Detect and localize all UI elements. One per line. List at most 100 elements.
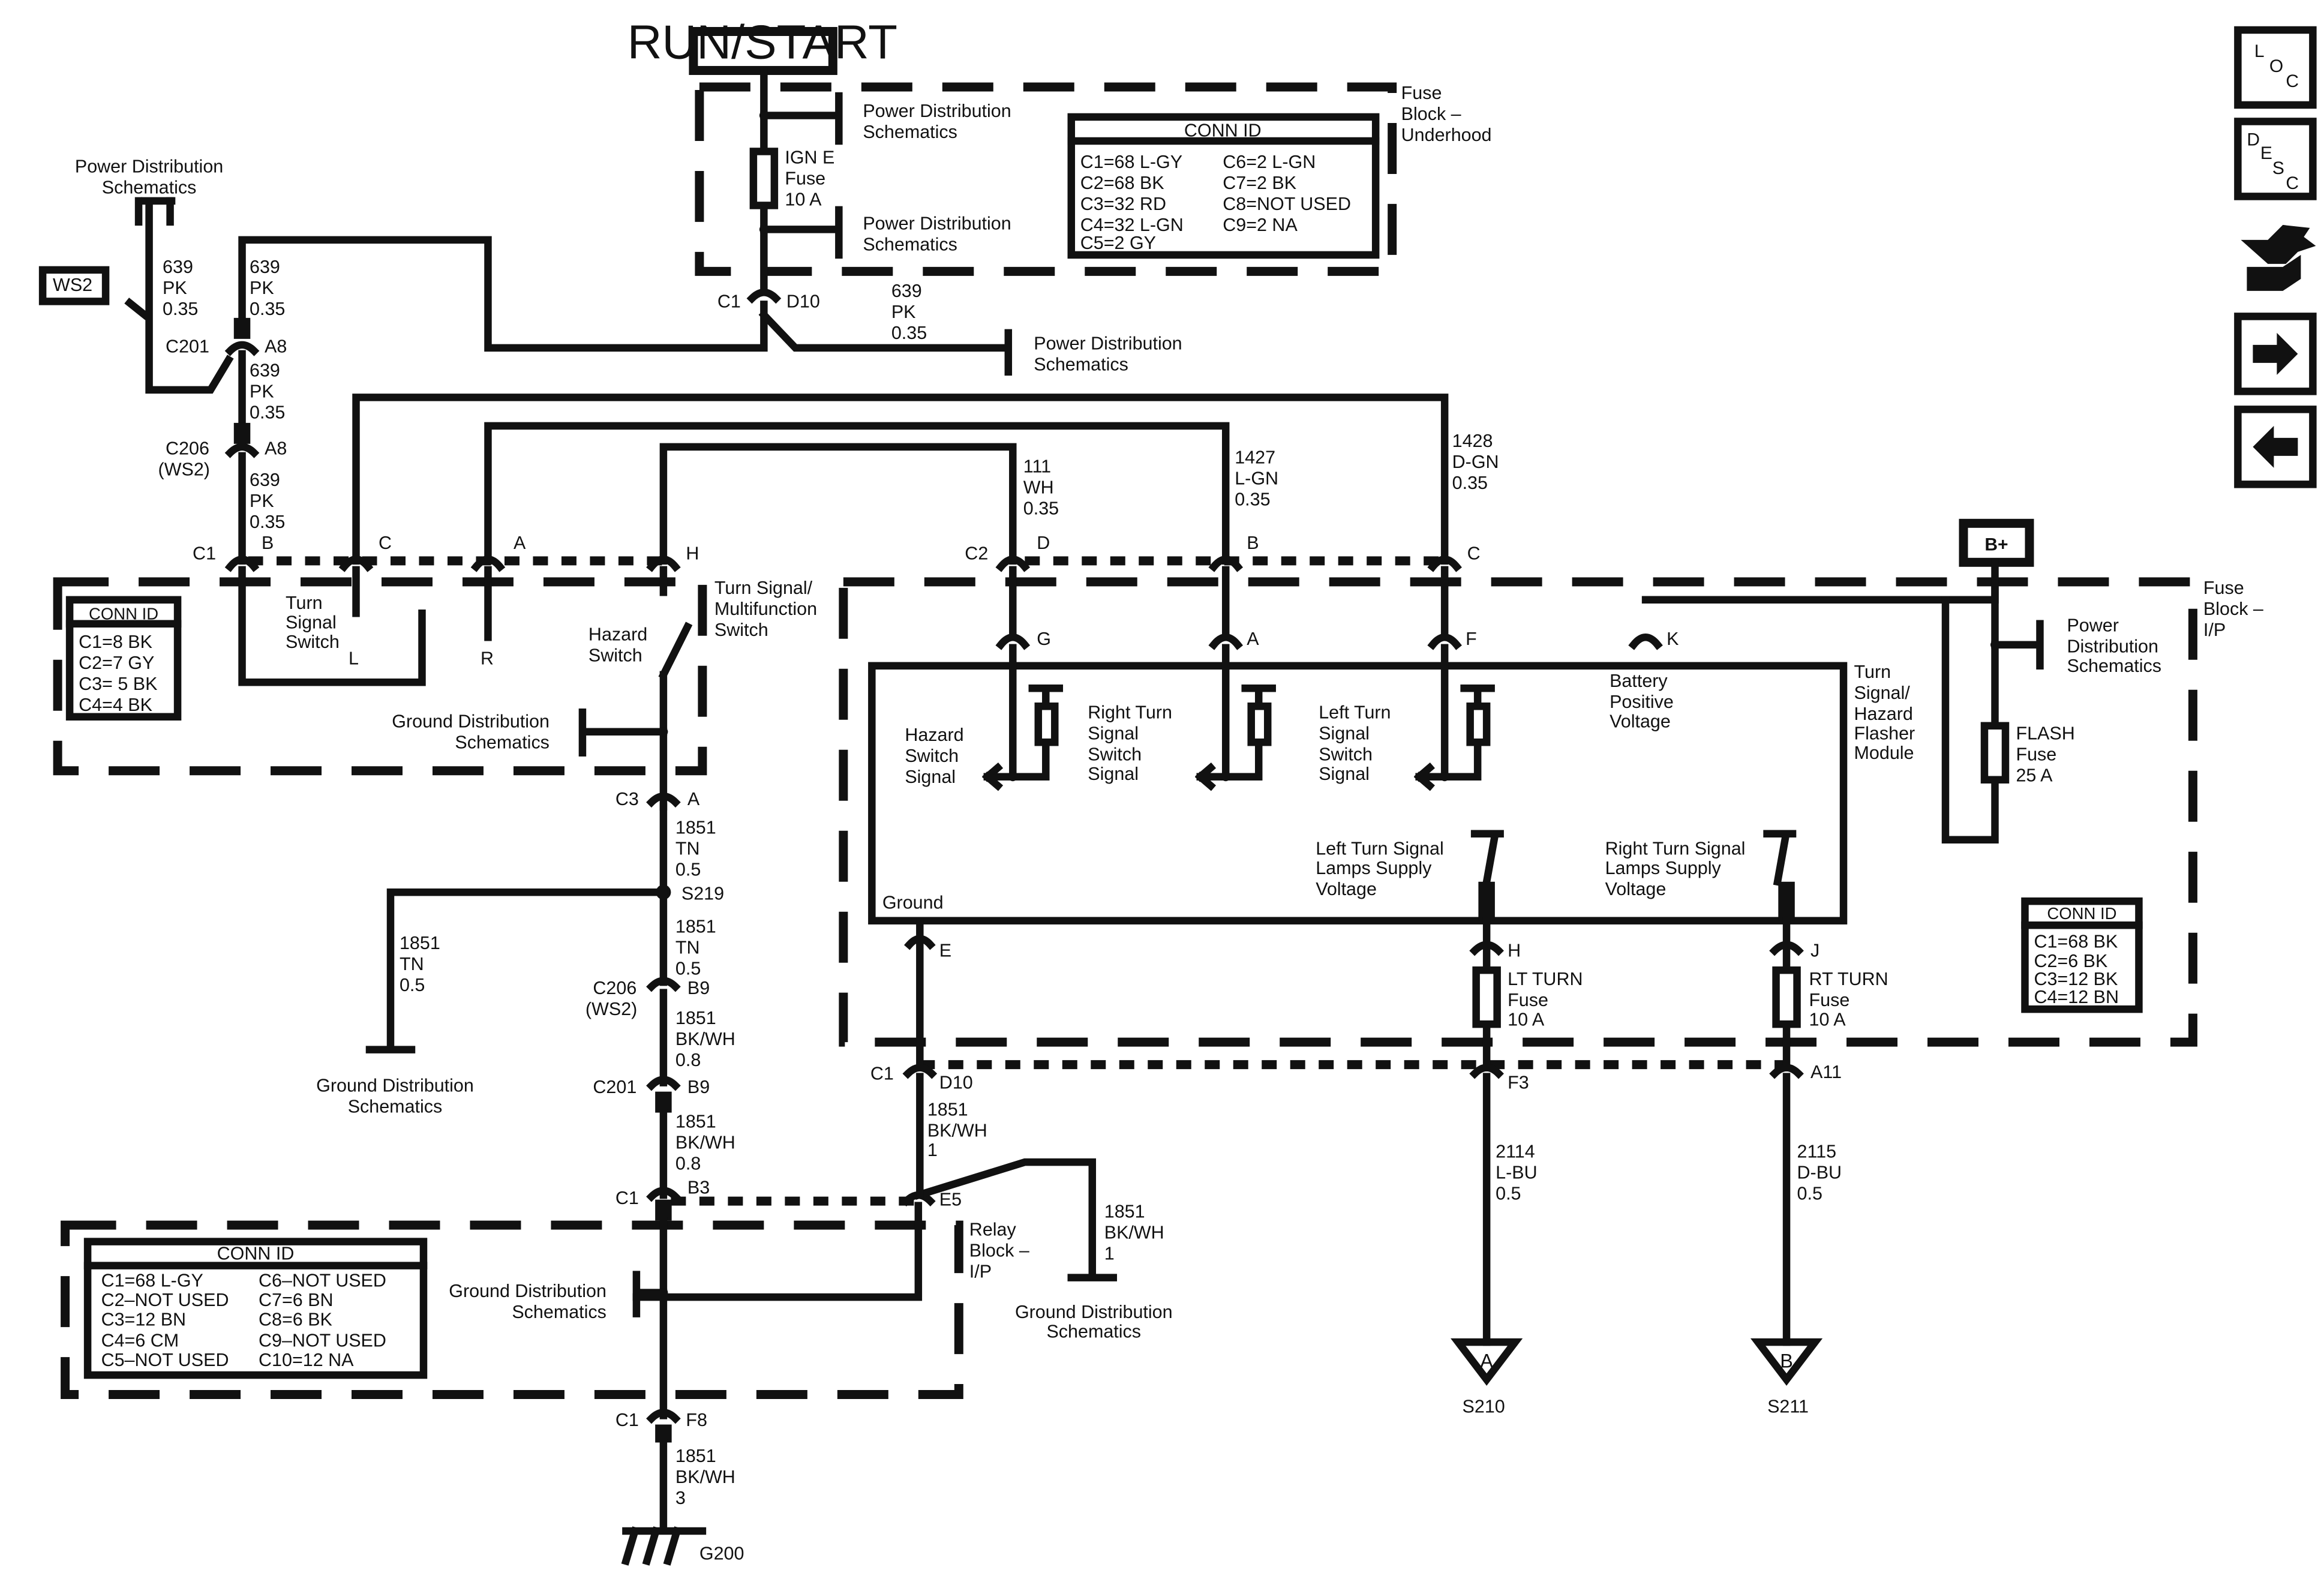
loc-l: L xyxy=(2254,41,2265,61)
mod-pin-k: K xyxy=(1667,629,1679,649)
lf-wb-3: 0.35 xyxy=(250,299,285,319)
relay-r2: C7=6 BN xyxy=(259,1290,334,1310)
mfs-conn-1: C1=8 BK xyxy=(79,632,152,652)
rt-fuse-3: 10 A xyxy=(1809,1010,1846,1030)
uh-conn-l5: C5=2 GY xyxy=(1080,233,1156,253)
mod-name-4: Flasher xyxy=(1854,723,1915,743)
ign-fuse-1: IGN E xyxy=(785,147,834,167)
ip-pds-1: Power xyxy=(2067,615,2118,635)
b-plus-label: B+ xyxy=(1984,535,2008,554)
flash-fuse xyxy=(1980,722,2010,784)
w2115-2: D-BU xyxy=(1797,1163,1842,1183)
batt-2: Positive xyxy=(1610,692,1674,712)
ip-title-3: I/P xyxy=(2203,620,2226,640)
relay-r1: C6–NOT USED xyxy=(259,1271,386,1291)
previous-arrow-icon xyxy=(2253,425,2298,468)
w111-3: 0.35 xyxy=(1023,498,1059,518)
mfs-pin-h: H xyxy=(686,543,699,563)
mfs-c3: C3 xyxy=(615,789,639,809)
gp-f8: F8 xyxy=(686,1410,707,1430)
gp-b9-1: B9 xyxy=(687,978,710,998)
mfs-c3-a: A xyxy=(687,789,700,809)
lf-wd-1: 639 xyxy=(250,470,280,490)
diagnostic-hand-icon[interactable] xyxy=(2241,224,2316,291)
loc-o: O xyxy=(2269,56,2283,76)
out-a: A xyxy=(1480,1350,1493,1372)
gp-bkwh-b-2: BK/WH xyxy=(675,1133,735,1153)
uh-conn-r2: C7=2 BK xyxy=(1223,173,1296,193)
ip-c2-d: D xyxy=(1037,533,1050,553)
nav-desc-button[interactable]: D E S C xyxy=(2234,118,2317,200)
previous-arrow-button[interactable] xyxy=(2234,406,2317,488)
mod-pin-f: F xyxy=(1466,629,1477,649)
mfs-pin-a: A xyxy=(514,533,526,553)
ip-conn-3: C3=12 BK xyxy=(2034,969,2118,989)
left-sig-3: Switch xyxy=(1319,744,1373,764)
ign-fuse-2: Fuse xyxy=(785,168,825,188)
mfs-c1: C1 xyxy=(193,543,216,563)
mfs-conn-title: CONN ID xyxy=(89,604,158,623)
next-arrow-button[interactable] xyxy=(2234,313,2317,395)
right-sig-4: Signal xyxy=(1088,764,1139,784)
w1428-1: 1428 xyxy=(1452,431,1493,451)
mod-name-2: Signal/ xyxy=(1854,683,1911,703)
batt-3: Voltage xyxy=(1610,711,1671,731)
gp-tnc-3: 0.5 xyxy=(400,975,425,995)
gp-tnb-2: TN xyxy=(675,938,700,958)
right-supply-3: Voltage xyxy=(1605,879,1667,899)
lf-wd-3: 0.35 xyxy=(250,512,285,532)
ip-gds-2: Schematics xyxy=(1046,1322,1141,1342)
gp-c1-b3: C1 xyxy=(615,1188,639,1208)
loc-c: C xyxy=(2286,71,2299,91)
relay-title-2: Block – xyxy=(969,1241,1029,1261)
relay-r3: C8=6 BK xyxy=(259,1310,332,1330)
gp-bkwh-b-1: 1851 xyxy=(675,1112,716,1132)
mfs-conn-4: C4=4 BK xyxy=(79,695,152,715)
ip-conn-2: C2=6 BK xyxy=(2034,951,2107,971)
lf-pds-1: Power Distribution xyxy=(75,156,223,176)
pds-top-2: Schematics xyxy=(863,122,957,142)
lf-wd-2: PK xyxy=(250,491,274,511)
ip-c2: C2 xyxy=(965,543,988,563)
gp-c206-1: C206 xyxy=(593,978,636,998)
gp-b9-2: B9 xyxy=(687,1077,710,1097)
gp-c201: C201 xyxy=(593,1077,636,1097)
uh-wire-3: 0.35 xyxy=(891,323,927,343)
gp-tn-2: TN xyxy=(675,839,700,859)
flash-3: 25 A xyxy=(2016,765,2053,785)
relay-gds-2: Schematics xyxy=(512,1302,606,1322)
ip-pds-3: Schematics xyxy=(2067,656,2161,676)
uh-conn-l4: C4=32 L-GN xyxy=(1080,215,1184,235)
lf-wc-2: PK xyxy=(250,381,274,401)
gp-s219: S219 xyxy=(681,884,724,904)
uh-conn-r4: C9=2 NA xyxy=(1223,215,1298,235)
gp-tnb-1: 1851 xyxy=(675,917,716,937)
mfs-gds-1: Ground Distribution xyxy=(392,711,550,731)
lf-wa-2: PK xyxy=(163,278,187,298)
ip-w1851b-3: 1 xyxy=(1104,1244,1115,1264)
underhood-title-1: Fuse xyxy=(1401,83,1442,103)
pds-mid-2: Schematics xyxy=(863,234,957,254)
right-supply-1: Right Turn Signal xyxy=(1605,839,1746,859)
underhood-title-2: Block – xyxy=(1401,104,1461,124)
lf-wb-1: 639 xyxy=(250,257,280,277)
multifunction-switch-outline xyxy=(53,577,707,776)
ip-d10: D10 xyxy=(939,1073,973,1093)
rt-fuse-2: Fuse xyxy=(1809,990,1850,1010)
gp-bkwh-c-2: BK/WH xyxy=(675,1467,735,1487)
left-supply-3: Voltage xyxy=(1316,879,1377,899)
lt-turn-fuse xyxy=(1472,966,1501,1028)
ign-fuse-3: 10 A xyxy=(785,189,822,209)
fuse-block-ip-outline xyxy=(839,577,2197,1047)
lf-c201: C201 xyxy=(166,336,209,356)
relay-conn-title: CONN ID xyxy=(217,1244,295,1264)
relay-l1: C1=68 L-GY xyxy=(101,1271,203,1291)
lf-wa-3: 0.35 xyxy=(163,299,198,319)
nav-loc-button[interactable]: L O C xyxy=(2234,26,2317,109)
ip-conn-table xyxy=(2021,897,2143,1013)
left-sig-2: Signal xyxy=(1319,723,1370,743)
ip-pin-j: J xyxy=(1810,941,1819,961)
ip-pin-e: E xyxy=(939,941,951,961)
gp-bkwh-a-1: 1851 xyxy=(675,1008,716,1028)
